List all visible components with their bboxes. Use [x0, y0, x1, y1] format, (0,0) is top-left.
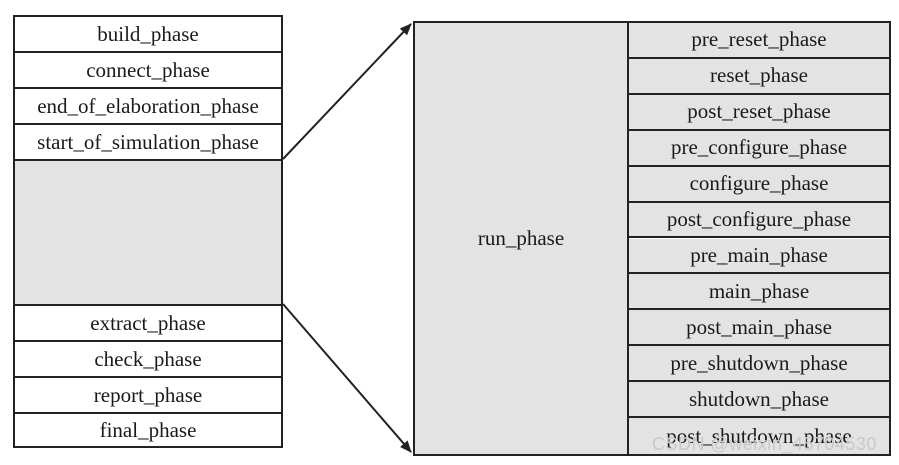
sub-phase-main-phase: main_phase	[629, 274, 889, 311]
sub-phase-post-configure-phase: post_configure_phase	[629, 202, 889, 239]
phase-extract: extract_phase	[15, 306, 281, 342]
phase-start-of-simulation: start_of_simulation_phase	[15, 125, 281, 161]
phase-final: final_phase	[99, 417, 197, 442]
arrow-to-run-top	[282, 23, 412, 160]
run-phase-placeholder	[15, 161, 281, 306]
arrow-to-run-bottom	[282, 303, 412, 453]
sub-phase-post-main-phase: post_main_phase	[629, 310, 889, 347]
sub-phase-post-shutdown-phase: post_shutdown_phase	[629, 418, 889, 454]
sub-phase-shutdown-phase: shutdown_phase	[629, 382, 889, 419]
run-phase-label: run_phase	[415, 23, 629, 454]
phase-stack: build_phase connect_phase end_of_elabora…	[13, 15, 283, 448]
sub-phase-post-reset-phase: post_reset_phase	[629, 94, 889, 131]
phase-report: report_phase	[15, 378, 281, 414]
sub-phase-pre-main-phase: pre_main_phase	[629, 238, 889, 275]
sub-phase-configure-phase: configure_phase	[629, 166, 889, 203]
sub-phase-pre-shutdown-phase: pre_shutdown_phase	[629, 346, 889, 383]
phase-connect: connect_phase	[15, 53, 281, 89]
sub-phase-reset-phase: reset_phase	[629, 58, 889, 95]
sub-phase-pre-reset-phase: pre_reset_phase	[629, 23, 889, 59]
phase-check: check_phase	[15, 342, 281, 378]
phase-end-of-elaboration: end_of_elaboration_phase	[15, 89, 281, 125]
sub-phase-pre-configure-phase: pre_configure_phase	[629, 130, 889, 167]
watermark-text: CSDN @weixin_45704530	[652, 434, 877, 454]
phase-build: build_phase	[15, 17, 281, 53]
